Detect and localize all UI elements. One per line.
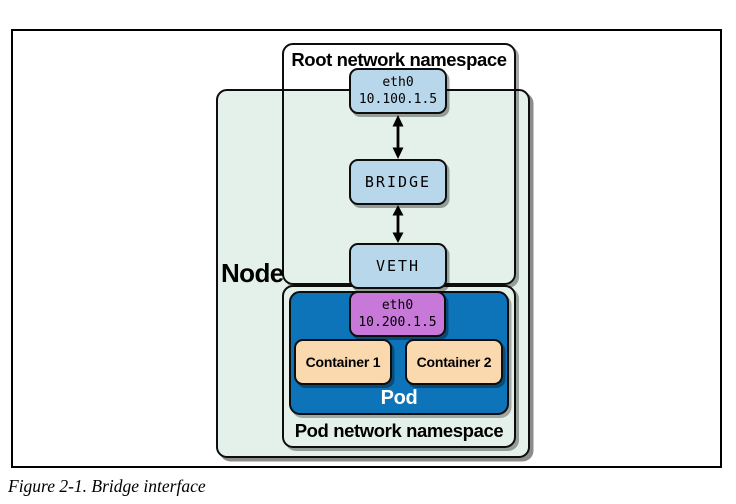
double-headed-arrow-icon	[392, 205, 404, 243]
eth0-root-box: eth0 10.100.1.5	[349, 68, 447, 114]
eth0-pod-box: eth0 10.200.1.5	[349, 291, 446, 337]
container2-label: Container 2	[416, 354, 492, 370]
figure-caption: Figure 2-1. Bridge interface	[8, 476, 206, 496]
veth-label: VETH	[375, 257, 421, 275]
bridge-label: BRIDGE	[364, 173, 432, 191]
pod-label: Pod	[380, 387, 418, 409]
container1-box: Container 1	[294, 339, 392, 385]
figure-frame: Root network namespace Pod network names…	[11, 29, 722, 468]
eth0-pod-name: eth0	[381, 297, 414, 313]
container2-box: Container 2	[405, 339, 503, 385]
root-namespace-label: Root network namespace	[291, 49, 507, 70]
bridge-box: BRIDGE	[349, 159, 447, 205]
eth0-root-ip: 10.100.1.5	[358, 92, 438, 107]
veth-box: VETH	[349, 243, 447, 289]
eth0-pod-ip: 10.200.1.5	[358, 315, 437, 330]
node-label: Node	[221, 258, 284, 288]
pod-namespace-label: Pod network namespace	[294, 420, 504, 441]
double-headed-arrow-icon	[392, 115, 404, 159]
eth0-root-name: eth0	[382, 74, 414, 90]
container1-label: Container 1	[305, 354, 381, 370]
